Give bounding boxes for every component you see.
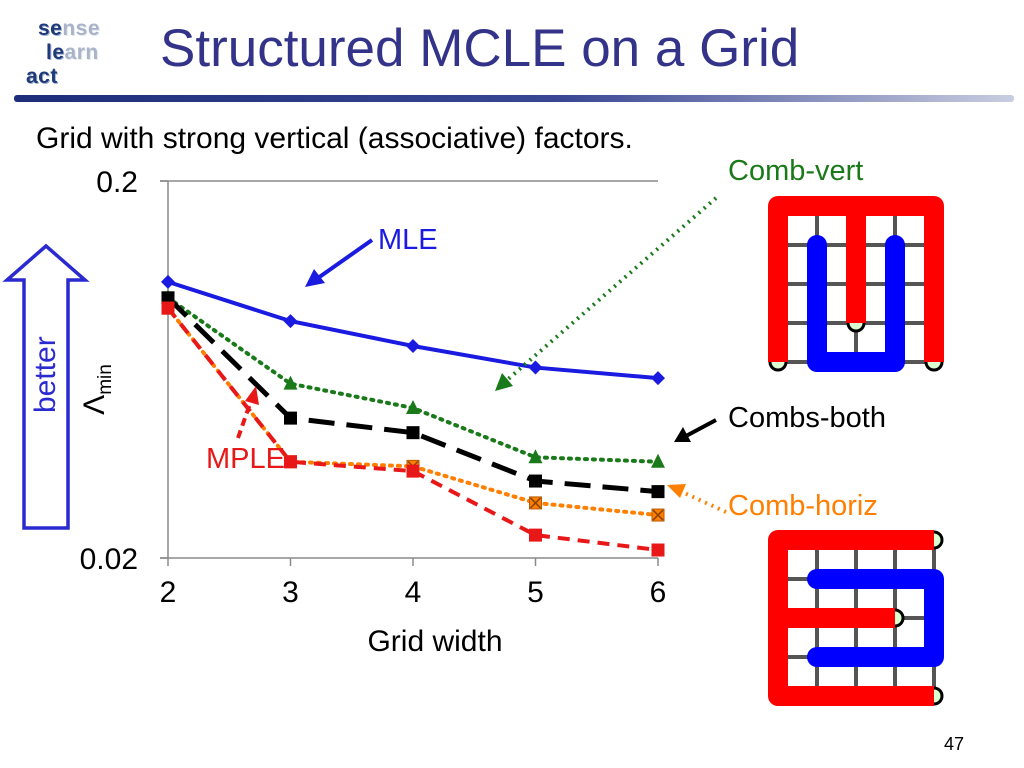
data-point-0-0 xyxy=(161,274,175,289)
data-point-0-3 xyxy=(528,360,543,375)
mple-annotation-arrow xyxy=(236,386,259,439)
y-tick-label: 0.02 xyxy=(80,543,138,576)
y-tick-label: 0.2 xyxy=(96,166,138,199)
series-line-0 xyxy=(167,279,659,381)
data-point-2-0 xyxy=(161,291,175,305)
data-point-2-4 xyxy=(651,485,665,499)
mle-series-label: MLE xyxy=(378,224,438,256)
comb-horiz-grid-graphic xyxy=(768,530,944,706)
data-point-4-1 xyxy=(284,455,297,469)
slide-subtitle: Grid with strong vertical (associative) … xyxy=(36,122,633,155)
data-point-2-2 xyxy=(406,426,420,440)
data-point-0-2 xyxy=(406,339,420,354)
combs-both-series-label: Combs-both xyxy=(728,402,886,434)
better-arrow-icon xyxy=(2,243,90,530)
data-point-1-2 xyxy=(406,399,420,414)
slide-title: Structured MCLE on a Grid xyxy=(160,19,800,78)
x-tick-label: 5 xyxy=(527,576,544,609)
data-point-2-1 xyxy=(284,411,297,425)
data-point-1-4 xyxy=(651,453,665,468)
data-point-4-2 xyxy=(406,464,420,478)
comb-vert-series-label: Comb-vert xyxy=(728,155,864,187)
data-point-4-4 xyxy=(651,543,665,557)
data-point-3-3 xyxy=(529,496,542,510)
comb-horiz-series-label: Comb-horiz xyxy=(728,490,878,522)
mple-series-label: MPLE xyxy=(206,443,285,475)
title-underline xyxy=(14,95,1014,102)
data-point-1-1 xyxy=(283,375,298,390)
data-point-4-0 xyxy=(161,301,175,315)
x-axis-title: Grid width xyxy=(367,625,502,658)
data-point-4-3 xyxy=(529,528,542,542)
page-number: 47 xyxy=(943,734,964,754)
data-point-2-3 xyxy=(529,474,542,488)
comb-horiz-annotation-arrow xyxy=(667,484,727,514)
x-tick-label: 4 xyxy=(405,576,422,609)
data-point-0-1 xyxy=(283,314,298,329)
series-line-2 xyxy=(166,296,659,495)
x-tick-label: 6 xyxy=(650,576,667,609)
comb-vert-grid-graphic xyxy=(768,196,944,372)
comb-vert-annotation-arrow xyxy=(495,196,718,391)
combs-both-annotation-arrow xyxy=(674,418,717,442)
data-point-1-3 xyxy=(528,449,543,464)
data-point-0-4 xyxy=(651,371,665,386)
mle-annotation-arrow xyxy=(305,238,374,287)
sense-learn-act-logo: sense learn act xyxy=(26,17,101,88)
x-tick-label: 2 xyxy=(160,576,177,609)
x-tick-label: 3 xyxy=(282,576,299,609)
data-point-3-4 xyxy=(651,508,665,522)
